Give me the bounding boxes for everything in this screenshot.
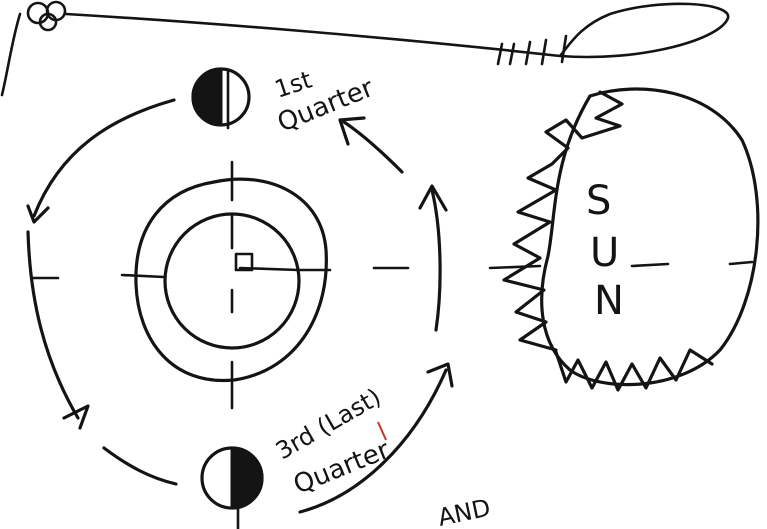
- sun-letter-n: N: [594, 278, 624, 324]
- first-quarter-moon: [193, 69, 249, 128]
- sun-letter-u: U: [590, 230, 619, 276]
- sun-letter-s: S: [586, 178, 611, 224]
- moon-orbit: [28, 100, 446, 484]
- third-quarter-moon: [202, 448, 262, 529]
- partial-bottom-label: AND: [435, 493, 493, 529]
- sun: [490, 89, 758, 390]
- sun-label: S U N: [586, 178, 624, 324]
- earth: [122, 162, 330, 408]
